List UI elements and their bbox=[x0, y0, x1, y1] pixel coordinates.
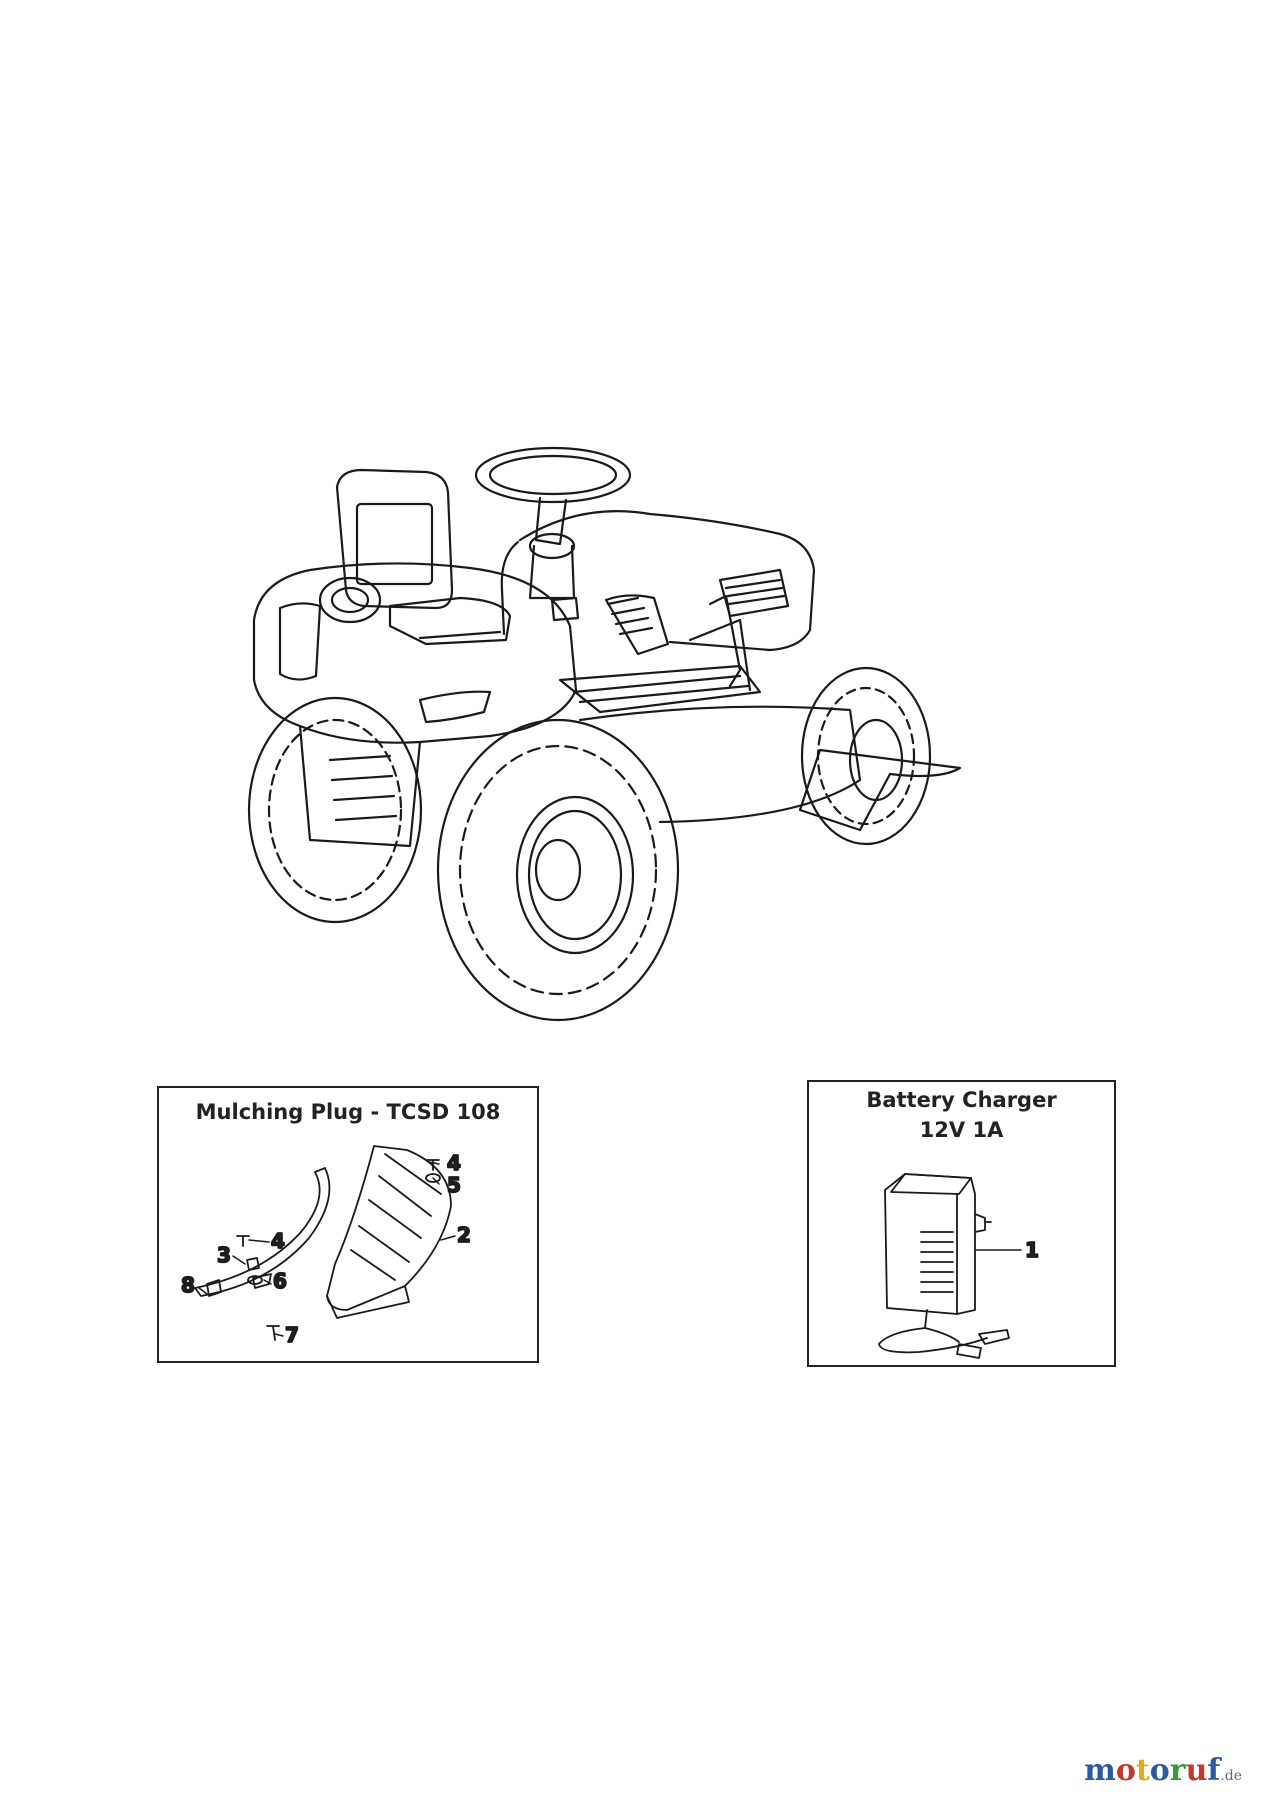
mulching-plug-drawing: 4 5 4 3 6 8 2 7 bbox=[180, 1145, 472, 1348]
side-lever bbox=[708, 594, 742, 688]
charger-cable bbox=[878, 1309, 1010, 1359]
watermark-letter: u bbox=[1185, 1753, 1208, 1788]
callout-4-right: 4 bbox=[447, 1151, 461, 1175]
motoruf-watermark: motoruf.de bbox=[1084, 1753, 1242, 1788]
front-wheel bbox=[800, 666, 932, 846]
steering-wheel bbox=[474, 446, 632, 600]
battery-charger-drawing: 1 bbox=[878, 1173, 1040, 1359]
watermark-letter: o bbox=[1115, 1753, 1136, 1788]
rear-left-wheel bbox=[247, 696, 423, 924]
callout-8: 8 bbox=[181, 1273, 195, 1297]
callout-6: 6 bbox=[273, 1269, 287, 1293]
rear-right-wheel bbox=[436, 718, 680, 1022]
hood bbox=[500, 510, 816, 656]
mulching-plug-title: Mulching Plug - TCSD 108 bbox=[195, 1100, 501, 1124]
watermark-letter: m bbox=[1084, 1753, 1116, 1788]
mower-deck bbox=[558, 618, 962, 832]
callout-7: 7 bbox=[285, 1323, 299, 1347]
callout-4-left: 4 bbox=[271, 1229, 285, 1253]
charger-body bbox=[884, 1173, 992, 1315]
battery-charger-panel: Battery Charger 12V 1A 1 bbox=[807, 1080, 1116, 1367]
mulching-plug-panel: Mulching Plug - TCSD 108 bbox=[157, 1086, 539, 1363]
rear-body bbox=[252, 562, 578, 848]
watermark-letter: o bbox=[1149, 1753, 1170, 1788]
callout-2: 2 bbox=[457, 1223, 471, 1247]
callout-3: 3 bbox=[217, 1243, 231, 1267]
watermark-letter: f bbox=[1207, 1753, 1221, 1788]
riding-mower-illustration bbox=[247, 446, 962, 1022]
hardware-parts bbox=[206, 1159, 441, 1341]
callout-5: 5 bbox=[447, 1173, 461, 1197]
watermark-letter: r bbox=[1169, 1753, 1186, 1788]
seat bbox=[335, 468, 512, 646]
leader-lines bbox=[198, 1161, 456, 1337]
mulching-plug-cover bbox=[326, 1145, 452, 1319]
watermark-letter: t bbox=[1135, 1753, 1150, 1788]
bracket-strip bbox=[194, 1167, 331, 1297]
battery-charger-spec: 12V 1A bbox=[919, 1118, 1004, 1142]
callout-1: 1 bbox=[1025, 1238, 1039, 1262]
battery-charger-title: Battery Charger bbox=[866, 1088, 1057, 1112]
watermark-suffix: .de bbox=[1220, 1768, 1242, 1784]
